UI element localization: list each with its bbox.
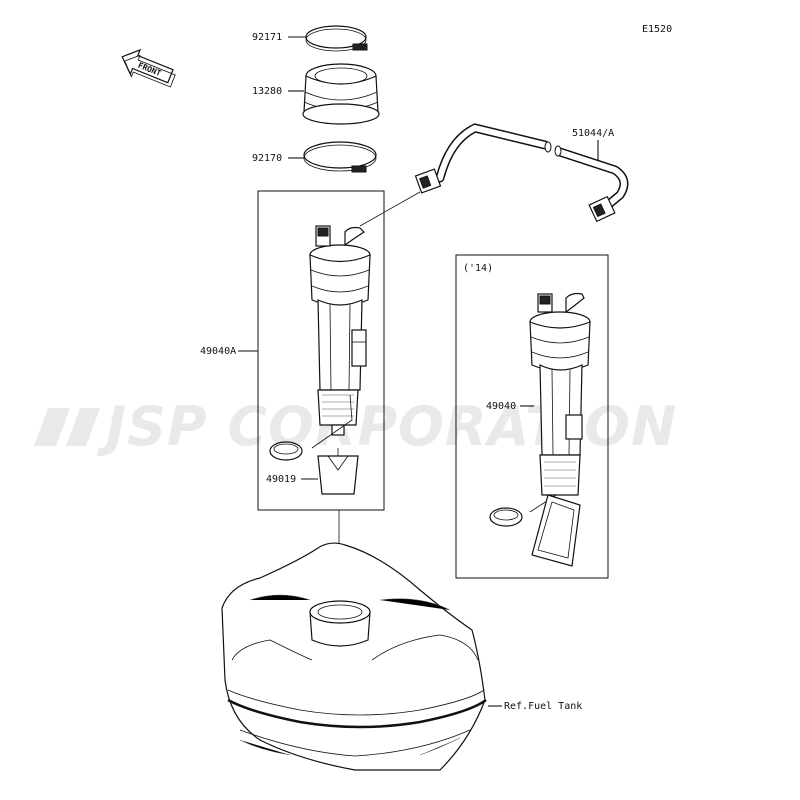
fuel-pump-49040 bbox=[489, 292, 591, 567]
part-label-49040A: 49040A bbox=[200, 346, 236, 357]
part-label-13280: 13280 bbox=[252, 86, 282, 97]
fuel-pump-49040A bbox=[269, 225, 371, 495]
part-label-51044A: 51044/A bbox=[572, 128, 614, 139]
watermark-text: JSP CORPORATION bbox=[97, 395, 677, 458]
clamp-92171 bbox=[305, 25, 368, 52]
fuel-tank bbox=[221, 542, 487, 771]
part-label-92170: 92170 bbox=[252, 153, 282, 164]
grommet-13280 bbox=[302, 63, 380, 125]
fuel-hose-51044A bbox=[359, 123, 629, 227]
front-arrow-icon: FRONT bbox=[121, 48, 176, 88]
part-label-49019: 49019 bbox=[266, 474, 296, 485]
diagram-code: E1520 bbox=[642, 24, 672, 35]
pump-group-box-right bbox=[455, 254, 609, 579]
part-label-fuel-tank: Ref.Fuel Tank bbox=[504, 701, 582, 712]
model-year-note: ('14) bbox=[463, 263, 493, 274]
clamp-92170 bbox=[303, 141, 377, 173]
part-label-49040: 49040 bbox=[486, 401, 516, 412]
part-label-92171: 92171 bbox=[252, 32, 282, 43]
